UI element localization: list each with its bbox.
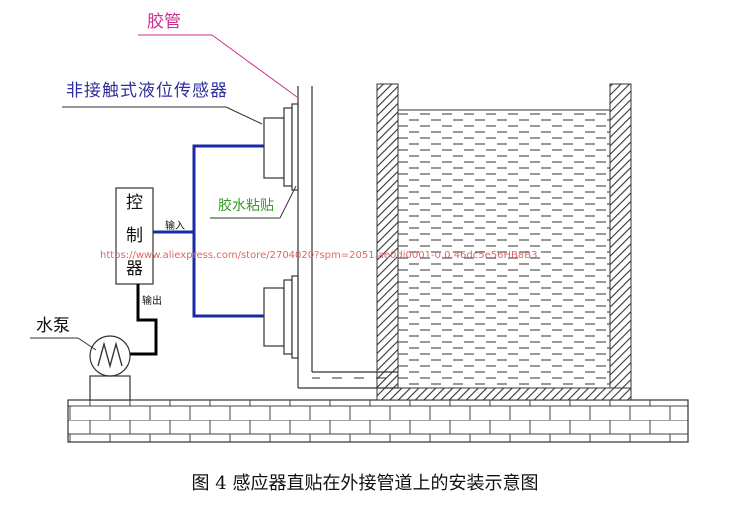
level-sensor-upper xyxy=(263,103,299,191)
input-label: 输入 xyxy=(165,219,185,232)
glue-leader-line-2 xyxy=(279,185,297,219)
brick-ground xyxy=(67,399,689,443)
controller-char-2: 制 xyxy=(126,226,143,246)
pump-wire xyxy=(127,284,158,356)
controller-char-1: 控 xyxy=(126,193,143,213)
level-sensor-lower xyxy=(263,275,299,359)
figure-caption: 图 4 感应器直贴在外接管道上的安装示意图 xyxy=(192,473,539,494)
output-label: 输出 xyxy=(142,294,162,307)
tube-label: 胶管 xyxy=(147,12,181,32)
signal-wires xyxy=(153,144,264,318)
sensor-label: 非接触式液位传感器 xyxy=(66,81,228,101)
water-pump xyxy=(89,335,131,401)
pump-leader-line-2 xyxy=(77,337,97,351)
watermark-text: https://www.aliexpress.com/store/2704020… xyxy=(100,250,537,261)
glue-label: 胶水粘贴 xyxy=(218,197,274,214)
controller-char-3: 器 xyxy=(126,259,143,279)
pump-label: 水泵 xyxy=(36,316,70,336)
controller-box: 控 制 器 xyxy=(115,187,154,285)
sensor-leader-line-2 xyxy=(225,106,263,125)
water-tank xyxy=(376,83,632,401)
tube-leader-line-2 xyxy=(211,34,298,98)
